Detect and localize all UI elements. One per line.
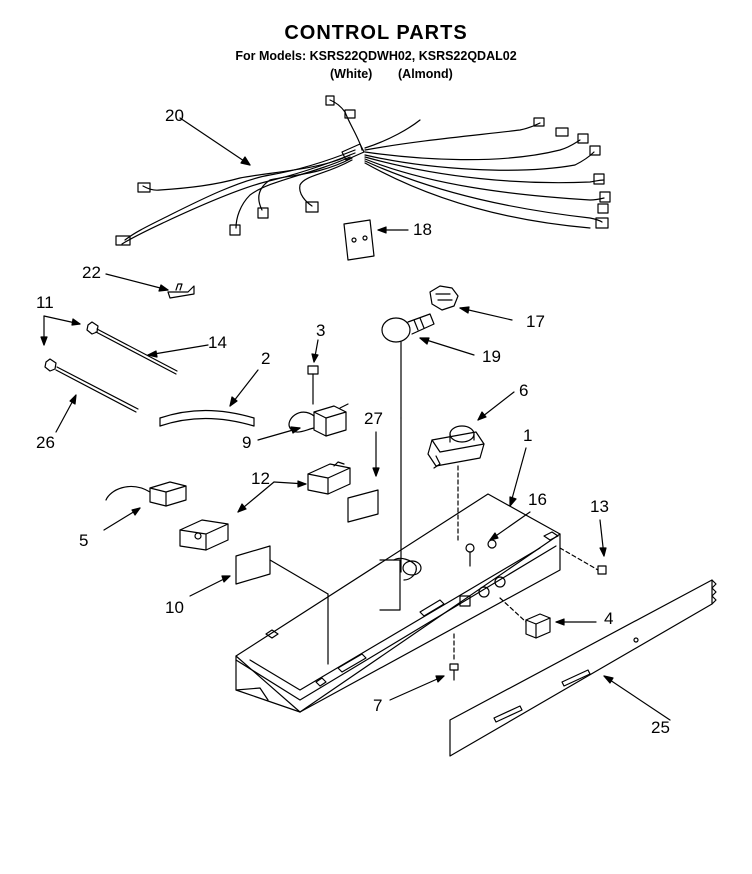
wiring-harness-part	[116, 96, 610, 245]
switch-part-5	[106, 482, 186, 506]
label-part-27	[348, 490, 378, 522]
thermostat-part-12a	[308, 462, 350, 494]
switch-part-4	[500, 598, 550, 638]
thermostat-part-12b	[180, 520, 228, 550]
callout-16: 16	[528, 490, 547, 509]
control-part-6	[428, 426, 484, 540]
leader-line-22	[106, 274, 168, 290]
tube-part-14	[87, 322, 177, 374]
callout-20: 20	[165, 106, 184, 125]
screw-part-16	[466, 540, 496, 566]
clip-part	[168, 284, 194, 298]
callout-13: 13	[590, 497, 609, 516]
screw-part-3	[308, 366, 318, 404]
callout-6: 6	[519, 381, 529, 400]
leader-line-19	[420, 338, 474, 355]
label-part-10	[236, 546, 328, 664]
callout-4: 4	[604, 609, 614, 628]
callout-26: 26	[36, 433, 55, 452]
leader-line-20	[180, 118, 250, 165]
color-almond-label: (Almond)	[398, 67, 453, 81]
leader-line-25	[604, 676, 670, 720]
lamp-socket-part-17	[430, 286, 458, 310]
tube-part-2	[160, 411, 254, 427]
screw-part-7	[450, 634, 458, 680]
callout-2: 2	[261, 349, 271, 368]
leader-line-1	[510, 448, 526, 506]
callout-3: 3	[316, 321, 326, 340]
light-bulb-part-19	[382, 314, 434, 342]
callout-18: 18	[413, 220, 432, 239]
callout-25: 25	[651, 718, 670, 737]
front-panel-part-25	[450, 580, 716, 756]
callout-7: 7	[373, 696, 383, 715]
callout-10: 10	[165, 598, 184, 617]
leader-line-7	[390, 676, 444, 700]
callout-11: 11	[36, 293, 54, 312]
thermostat-part-9	[289, 404, 348, 436]
color-white-label: (White)	[330, 67, 373, 81]
callout-22: 22	[82, 263, 101, 282]
models-line: For Models: KSRS22QDWH02, KSRS22QDAL02	[235, 49, 517, 63]
callout-19: 19	[482, 347, 501, 366]
leader-line-14	[148, 345, 208, 355]
callout-5: 5	[79, 531, 89, 550]
callout-12: 12	[251, 469, 270, 488]
callout-17: 17	[526, 312, 545, 331]
mounting-plate-part	[344, 220, 374, 260]
callout-27: 27	[364, 409, 383, 428]
diagram-title: CONTROL PARTS	[284, 22, 468, 44]
screw-part-13	[560, 548, 606, 574]
callout-14: 14	[208, 333, 227, 352]
tube-part-26	[45, 359, 138, 412]
callout-1: 1	[523, 426, 533, 445]
control-housing-part-1	[236, 494, 560, 712]
callout-9: 9	[242, 433, 252, 452]
